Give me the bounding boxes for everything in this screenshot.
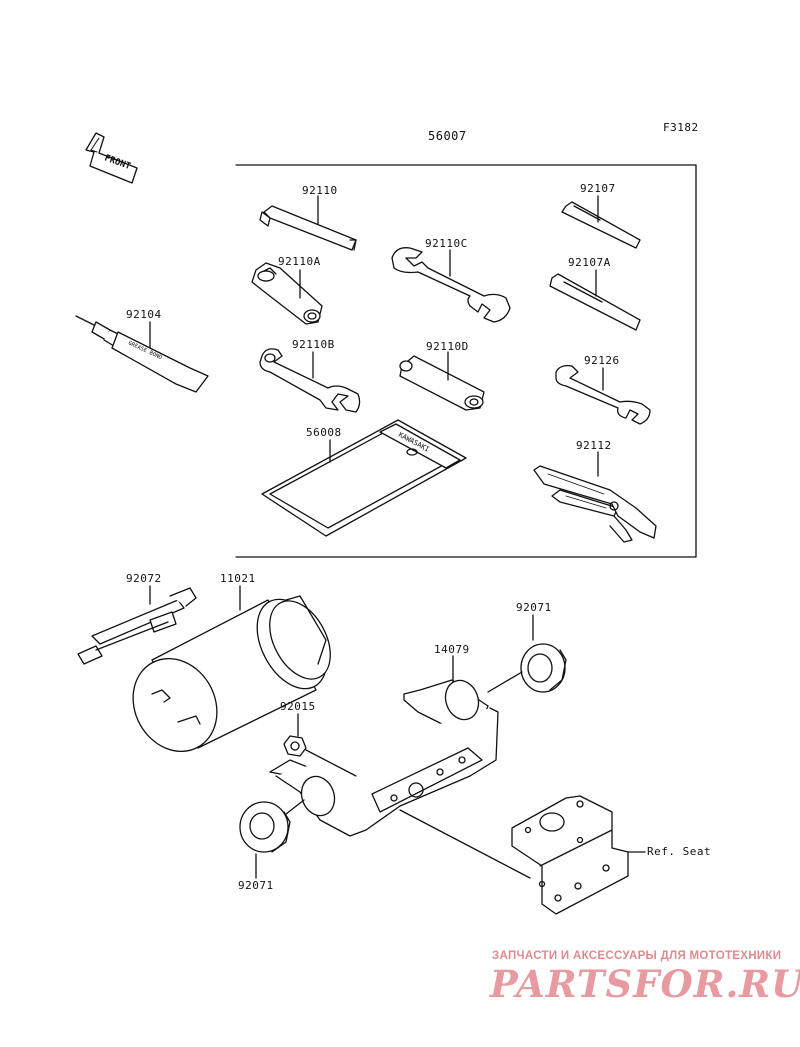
washer-92071-bottom — [239, 801, 291, 853]
box-spanner-92110A — [251, 262, 323, 325]
leader-92071-top-2 — [487, 671, 523, 693]
grease-tube-92104: GREASE BOND — [75, 315, 209, 393]
hex-key-92110 — [259, 205, 357, 251]
label-92104: 92104 — [126, 308, 162, 321]
tube-92110D — [399, 355, 485, 411]
spanner-92110C — [391, 247, 511, 323]
label-14079: 14079 — [434, 643, 470, 656]
kit-number-label: 56007 — [428, 129, 467, 143]
label-92107A: 92107A — [568, 256, 611, 269]
leader-92015-2 — [305, 749, 357, 777]
spanner-92110B — [259, 348, 361, 413]
pliers-92112 — [533, 465, 657, 543]
label-92107: 92107 — [580, 182, 616, 195]
label-92071-bottom: 92071 — [238, 879, 274, 892]
canister-11021 — [132, 595, 331, 753]
label-92071-top: 92071 — [516, 601, 552, 614]
label-92110A: 92110A — [278, 255, 321, 268]
leader-bracket-to-seat — [399, 809, 531, 879]
label-92110C: 92110C — [425, 237, 468, 250]
seat-bracket — [511, 795, 629, 915]
strap-92072 — [77, 587, 197, 665]
watermark-logo: PARTSFOR.RU — [490, 962, 800, 1006]
label-ref-seat: Ref. Seat — [647, 845, 712, 858]
screwdriver-92107 — [561, 201, 641, 249]
manual-bag-56008: KAWASAKI — [261, 419, 467, 537]
label-92110D: 92110D — [426, 340, 469, 353]
watermark-tagline: ЗАПЧАСТИ И АКСЕССУАРЫ ДЛЯ МОТОТЕХНИКИ — [492, 950, 782, 962]
washer-92071-top — [520, 643, 567, 693]
bracket-14079 — [269, 679, 499, 837]
leader-92071-bottom-2 — [285, 799, 305, 815]
label-56008: 56008 — [306, 426, 342, 439]
front-arrow-icon: FRONT — [85, 132, 138, 184]
toolkit-frame — [235, 164, 697, 558]
screwdriver-92107A — [549, 273, 641, 331]
label-92015: 92015 — [280, 700, 316, 713]
nut-92015 — [283, 735, 307, 757]
label-92112: 92112 — [576, 439, 612, 452]
label-92110: 92110 — [302, 184, 338, 197]
label-92126: 92126 — [584, 354, 620, 367]
figure-code: F3182 — [663, 121, 699, 134]
label-92110B: 92110B — [292, 338, 335, 351]
label-11021: 11021 — [220, 572, 256, 585]
label-92072: 92072 — [126, 572, 162, 585]
spanner-92126 — [555, 364, 651, 425]
